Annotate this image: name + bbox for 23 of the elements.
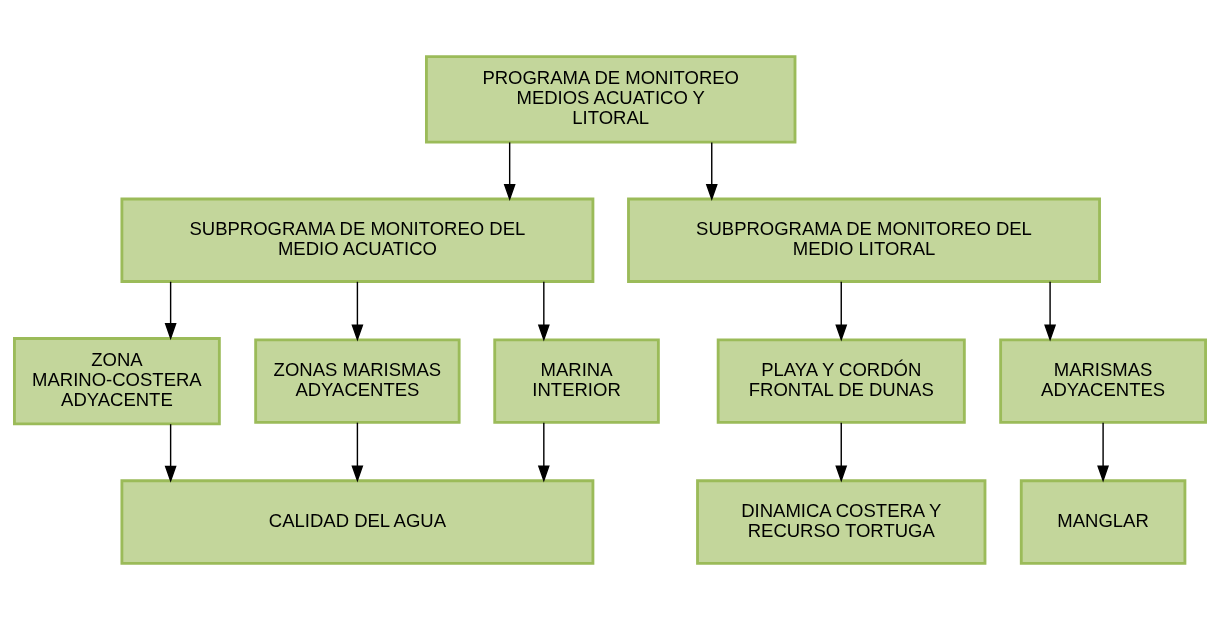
node-box: MARINA INTERIOR — [493, 337, 660, 424]
node-box: MARISMAS ADYACENTES — [999, 337, 1207, 424]
arrow — [1044, 280, 1057, 342]
node-box: SUBPROGRAMA DE MONITOREO DEL MEDIO ACUATICO — [120, 197, 595, 283]
node-box: ZONA MARINO-COSTERA ADYACENTE — [13, 336, 221, 425]
arrow — [537, 421, 550, 482]
node-box: PROGRAMA DE MONITOREO MEDIOS ACUATICO Y LITORAL — [425, 54, 797, 143]
arrow — [351, 280, 364, 342]
arrow — [1097, 421, 1110, 482]
node-box: PLAYA Y CORDÓN FRONTAL DE DUNAS — [716, 337, 966, 424]
arrow — [164, 423, 177, 483]
arrow — [537, 280, 550, 342]
node-box: MANGLAR — [1019, 478, 1187, 565]
node-box: DINAMICA COSTERA Y RECURSO TORTUGA — [696, 478, 987, 565]
arrow — [351, 421, 364, 482]
arrow — [705, 141, 718, 201]
node-box: CALIDAD DEL AGUA — [120, 478, 595, 565]
arrow — [503, 141, 516, 201]
arrow — [835, 421, 848, 482]
arrow — [164, 280, 177, 340]
node-box: SUBPROGRAMA DE MONITOREO DEL MEDIO LITORAL — [627, 197, 1101, 283]
arrow — [835, 280, 848, 342]
node-box: ZONAS MARISMAS ADYACENTES — [254, 337, 461, 424]
